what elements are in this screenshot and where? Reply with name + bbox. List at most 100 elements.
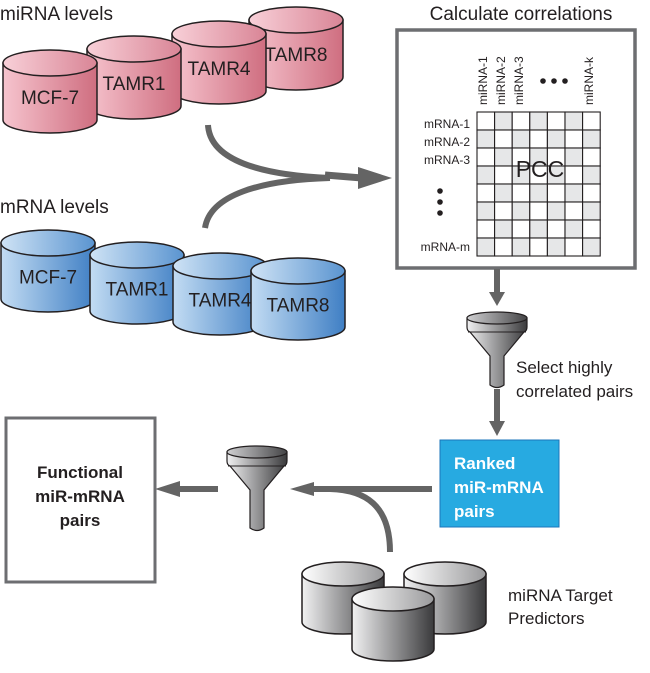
predictors-label-line1: miRNA Target: [508, 586, 613, 605]
filter-to-functional-head-icon: [155, 481, 180, 497]
pcc-cell: [529, 219, 548, 239]
pcc-cell: [494, 201, 513, 221]
pcc-cell: [582, 111, 601, 131]
pcc-cell: [511, 237, 531, 257]
pcc-cell: [546, 237, 566, 257]
functional-box-line2: miR-mRNA: [35, 487, 125, 506]
predictors-label-line2: Predictors: [508, 609, 585, 628]
mrna-cylinder-tamr8: TAMR8: [250, 257, 346, 341]
row-label-mrna-2: mRNA-2: [424, 135, 470, 149]
functional-box-line3: pairs: [60, 511, 101, 530]
pcc-cell: [564, 219, 584, 239]
mirna-cylinder-tamr4-label: TAMR4: [188, 59, 251, 80]
pcc-cell: [494, 111, 513, 131]
functional-pairs-box: [4, 416, 157, 584]
mirna-levels-title: miRNA levels: [0, 4, 113, 25]
mrna-cylinder-mcf7: MCF-7: [0, 229, 96, 313]
pcc-cell: [476, 129, 496, 149]
pcc-cell: [476, 183, 496, 203]
ranked-box-line1: Ranked: [454, 454, 515, 473]
mrna-cylinder-tamr4-label: TAMR4: [189, 291, 252, 312]
mrna-levels-title: mRNA levels: [0, 197, 109, 218]
pcc-cell: [476, 237, 496, 257]
pcc-cell: [564, 147, 584, 167]
mirna-cylinder-tamr8: TAMR8: [248, 6, 344, 91]
filter-funnel-icon: [466, 311, 528, 389]
mrna-row-labels: mRNA-1 mRNA-2 mRNA-3 mRNA-m: [421, 117, 471, 254]
filter-label-line1: Select highly: [516, 358, 613, 377]
filter-to-ranked-head-icon: [489, 421, 505, 436]
mirna-cylinder-mcf7-label: MCF-7: [21, 88, 79, 109]
pcc-cell: [494, 147, 513, 167]
pcc-matrix-grid: [476, 111, 601, 257]
pcc-cell: [546, 201, 566, 221]
row-ellipsis-icon: [437, 188, 443, 216]
pcc-cell: [476, 165, 496, 185]
mirna-cylinder-tamr1: TAMR1: [86, 35, 182, 120]
pcc-cell: [564, 237, 584, 257]
correlation-to-filter-head-icon: [489, 292, 505, 306]
pcc-cell: [582, 129, 601, 149]
pcc-cell: [546, 129, 566, 149]
pcc-cell: [476, 147, 496, 167]
pcc-cell: [564, 201, 584, 221]
merge-arrow-shaft: [324, 171, 363, 182]
final-filter-funnel-icon: [226, 445, 288, 532]
ranked-box-line2: miR-mRNA: [454, 478, 544, 497]
pcc-cell: [529, 111, 548, 131]
pcc-cell: [564, 129, 584, 149]
mrna-cylinder-tamr4: TAMR4: [172, 252, 268, 336]
ranked-box-line3: pairs: [454, 502, 495, 521]
col-label-mirna-3: miRNA-3: [512, 56, 526, 105]
pcc-cell: [529, 201, 548, 221]
mirna-cylinder-mcf7: MCF-7: [2, 49, 98, 134]
col-label-mirna-1: miRNA-1: [476, 56, 490, 105]
mrna-to-merge-arrow: [202, 175, 331, 229]
pcc-cell: [582, 165, 601, 185]
pcc-cell: [511, 201, 531, 221]
pcc-cell: [494, 219, 513, 239]
pcc-cell: [494, 129, 513, 149]
pcc-cell: [476, 201, 496, 221]
mirna-column-labels: miRNA-1 miRNA-2 miRNA-3 miRNA-k: [476, 56, 596, 105]
col-label-mirna-2: miRNA-2: [494, 56, 508, 105]
row-label-mrna-3: mRNA-3: [424, 153, 470, 167]
calculate-correlations-title: Calculate correlations: [430, 4, 613, 25]
predictor-database-icons: [301, 561, 487, 662]
pcc-cell: [476, 111, 496, 131]
pcc-cell: [476, 219, 496, 239]
pcc-cell: [582, 147, 601, 167]
pcc-cell: [564, 111, 584, 131]
merge-arrow-head-icon: [358, 167, 392, 189]
pcc-cell: [511, 219, 531, 239]
pcc-cell: [546, 219, 566, 239]
pcc-cell: [582, 237, 601, 257]
mirna-to-merge-arrow: [205, 124, 331, 181]
col-label-mirna-k: miRNA-k: [582, 56, 596, 105]
mirna-cylinder-tamr1-label: TAMR1: [103, 74, 166, 95]
pcc-label: PCC: [516, 156, 565, 182]
pcc-cell: [564, 183, 584, 203]
pcc-cell: [529, 237, 548, 257]
mrna-cylinder-mcf7-label: MCF-7: [19, 268, 77, 289]
mrna-cylinder-tamr8-label: TAMR8: [267, 296, 330, 317]
filter-label-line2: correlated pairs: [516, 382, 633, 401]
pcc-cell: [511, 129, 531, 149]
pcc-cell: [582, 183, 601, 203]
mrna-cylinder-tamr1-label: TAMR1: [106, 280, 169, 301]
pcc-cell: [494, 165, 513, 185]
pcc-cell: [494, 183, 513, 203]
pcc-cell: [546, 111, 566, 131]
mrna-cylinder-tamr1: TAMR1: [89, 241, 185, 325]
pcc-cell: [582, 219, 601, 239]
pcc-cell: [582, 201, 601, 221]
row-label-mrna-1: mRNA-1: [424, 117, 470, 131]
pcc-cell: [511, 111, 531, 131]
ranked-to-filter-head-icon: [290, 482, 314, 496]
mirna-cylinder-tamr8-label: TAMR8: [265, 45, 328, 66]
pcc-cell: [529, 129, 548, 149]
predictors-to-filter-curve: [329, 486, 393, 553]
